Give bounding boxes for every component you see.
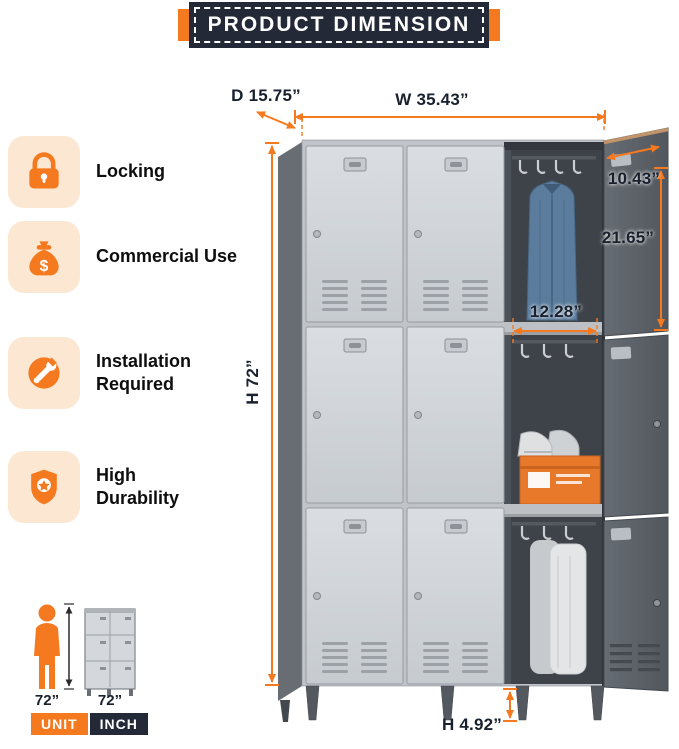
feature-label: Installation Required bbox=[96, 350, 192, 394]
locker-door bbox=[406, 145, 505, 323]
shelf bbox=[504, 504, 602, 516]
door-vents bbox=[610, 644, 660, 672]
mini-locker-height-label: 72” bbox=[97, 692, 123, 709]
depth-dimension-label: D 15.75” bbox=[231, 86, 301, 105]
hanging-clothes bbox=[530, 540, 587, 675]
banner-plate: PRODUCT DIMENSION bbox=[189, 2, 489, 48]
feature-label: Locking bbox=[96, 161, 166, 182]
door-latch bbox=[610, 527, 632, 541]
person-height-label: 72” bbox=[34, 692, 60, 709]
feature-installation: Installation Required bbox=[8, 337, 191, 409]
unit-badge-value: INCH bbox=[88, 712, 149, 736]
unit-badge-label: UNIT bbox=[30, 712, 89, 736]
hanging-jacket bbox=[526, 180, 578, 321]
feature-label: Commercial Use bbox=[96, 246, 238, 267]
door-vents bbox=[322, 642, 387, 673]
locker-door bbox=[305, 507, 404, 685]
money-bag-icon: $ bbox=[8, 221, 80, 293]
scale-height-arrow bbox=[64, 603, 74, 690]
door-lock bbox=[653, 420, 661, 428]
shield-icon bbox=[8, 451, 80, 523]
locker-door bbox=[305, 145, 404, 323]
shoebox bbox=[519, 455, 601, 505]
page-title: PRODUCT DIMENSION bbox=[207, 13, 471, 36]
cabinet bbox=[278, 127, 669, 722]
door-lock bbox=[414, 230, 422, 238]
dollar-symbol: $ bbox=[40, 258, 49, 275]
feature-locking: Locking bbox=[8, 136, 165, 208]
door-lock bbox=[313, 592, 321, 600]
cabinet-side-panel bbox=[278, 142, 302, 701]
scale-person bbox=[34, 604, 60, 689]
scale-mini-locker bbox=[84, 608, 136, 696]
sneakers bbox=[517, 429, 580, 457]
hook-rail bbox=[512, 340, 596, 344]
open-door-bottom bbox=[603, 516, 669, 692]
open-door-middle bbox=[603, 334, 669, 518]
hooks bbox=[518, 160, 582, 174]
open-door-width-label: 10.43” bbox=[607, 169, 661, 188]
leg-height-label: H 4.92” bbox=[442, 715, 502, 734]
cabinet-rear-leg bbox=[280, 700, 290, 722]
hook-rail bbox=[512, 522, 596, 526]
door-vents bbox=[322, 280, 387, 311]
unit-badge: UNIT INCH bbox=[30, 712, 149, 736]
door-lock bbox=[313, 411, 321, 419]
hooks bbox=[520, 344, 574, 358]
door-lock bbox=[414, 411, 422, 419]
door-vents bbox=[423, 642, 488, 673]
door-lock bbox=[313, 230, 321, 238]
locker-door bbox=[406, 326, 505, 504]
feature-label: High Durability bbox=[96, 464, 180, 508]
width-dimension-label: W 35.43” bbox=[395, 90, 469, 109]
cabinet-legs bbox=[305, 685, 605, 721]
hooks bbox=[520, 526, 574, 540]
hook-rail bbox=[512, 156, 596, 160]
door-lock bbox=[414, 592, 422, 600]
locker-door bbox=[305, 326, 404, 504]
door-vents bbox=[423, 280, 488, 311]
lock-icon bbox=[8, 136, 80, 208]
compartment-width-label: 12.28” bbox=[529, 302, 583, 321]
locker-door bbox=[406, 507, 505, 685]
page-title-banner: PRODUCT DIMENSION bbox=[178, 2, 500, 48]
feature-commercial-use: $ Commercial Use bbox=[8, 221, 237, 293]
compartment-height-label: 21.65” bbox=[601, 228, 655, 247]
cabinet-interior bbox=[504, 142, 602, 684]
feature-durability: High Durability bbox=[8, 451, 179, 523]
height-dimension-label: H 72” bbox=[243, 359, 262, 405]
door-lock bbox=[653, 599, 661, 607]
wrench-icon bbox=[8, 337, 80, 409]
door-latch bbox=[610, 346, 632, 360]
dimension-lines bbox=[256, 110, 668, 722]
